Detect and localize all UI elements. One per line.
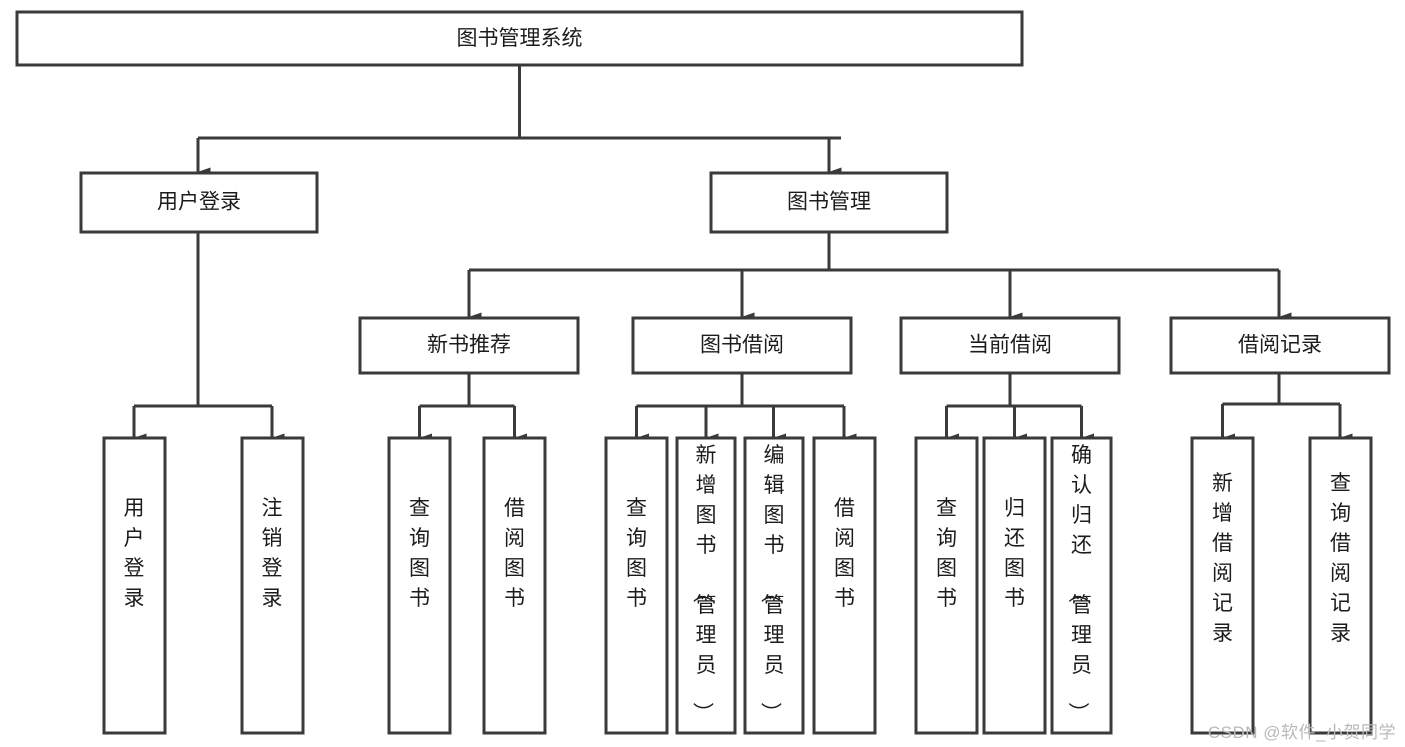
node-leaf-query-record[interactable]: 查询借阅记录 [1308,436,1373,735]
leaf-query-record-label: 查询借阅记录 [1330,472,1351,645]
leaf-return-book-box[interactable] [982,436,1047,735]
leaf-user-login-box[interactable] [102,436,167,735]
leaf-query-book-1-box[interactable] [387,436,452,735]
leaf-query-book-3-box[interactable] [914,436,979,735]
node-book-management[interactable]: 图书管理 [709,171,949,234]
node-leaf-add-book[interactable]: 新增图书（管理员） [675,436,737,735]
leaf-add-book-label: 新增图书（管理员） [691,444,717,723]
new-book-recommend-label: 新书推荐 [427,334,511,357]
borrow-record-label: 借阅记录 [1238,334,1322,357]
root-label: 图书管理系统 [457,27,583,50]
book-borrow-box[interactable] [631,316,853,375]
leaf-return-book-label: 归还图书 [1004,497,1025,610]
csdn-watermark: CSDN @软件_小贺同学 [1207,723,1396,742]
leaf-borrow-book-1-label: 借阅图书 [504,497,525,610]
borrow-record-box[interactable] [1169,316,1391,375]
root-box[interactable] [15,10,1024,67]
connectors-book-management-to-level3 [467,232,1292,322]
leaf-edit-book-box[interactable] [743,436,805,735]
leaf-logout-box[interactable] [240,436,305,735]
book-management-box[interactable] [709,171,949,234]
node-leaf-query-book-2[interactable]: 查询图书 [604,436,669,735]
node-new-book-recommend[interactable]: 新书推荐 [358,316,580,375]
book-borrow-label: 图书借阅 [700,334,784,357]
leaf-borrow-book-2-box[interactable] [812,436,877,735]
leaf-edit-book-label: 编辑图书（管理员） [759,444,785,723]
node-root-system[interactable]: 图书管理系统 [15,10,1024,67]
leaf-user-login-label: 用户登录 [124,497,145,610]
current-borrow-box[interactable] [899,316,1121,375]
node-leaf-confirm-return[interactable]: 确认归还（管理员） [1050,436,1113,735]
user-login-label: 用户登录 [157,191,241,214]
connectors-root-to-level2 [196,65,842,177]
node-leaf-borrow-book-2[interactable]: 借阅图书 [812,436,877,735]
connectors-current-borrow-to-leaves [945,373,1094,443]
leaf-query-book-2-label: 查询图书 [626,497,647,610]
leaf-query-book-2-box[interactable] [604,436,669,735]
node-user-login[interactable]: 用户登录 [79,171,319,234]
leaf-query-book-3-label: 查询图书 [936,497,957,610]
node-leaf-logout[interactable]: 注销登录 [240,436,305,735]
user-login-box[interactable] [79,171,319,234]
node-leaf-edit-book[interactable]: 编辑图书（管理员） [743,436,805,735]
leaf-borrow-book-1-box[interactable] [482,436,547,735]
leaf-add-record-box[interactable] [1190,436,1255,735]
node-book-borrow[interactable]: 图书借阅 [631,316,853,375]
node-borrow-record[interactable]: 借阅记录 [1169,316,1391,375]
leaf-query-record-box[interactable] [1308,436,1373,735]
node-leaf-user-login[interactable]: 用户登录 [102,436,167,735]
node-current-borrow[interactable]: 当前借阅 [899,316,1121,375]
connectors-book-borrow-to-leaves [635,373,857,443]
connectors-user-login-to-leaves [132,232,285,443]
leaf-add-record-label: 新增借阅记录 [1212,472,1233,645]
leaf-confirm-return-box[interactable] [1050,436,1113,735]
connectors-new-book-recommend-to-leaves [418,373,527,443]
new-book-recommend-box[interactable] [358,316,580,375]
node-leaf-borrow-book-1[interactable]: 借阅图书 [482,436,547,735]
book-management-label: 图书管理 [787,191,871,214]
leaf-borrow-book-2-label: 借阅图书 [834,497,855,610]
leaf-confirm-return-label: 确认归还（管理员） [1066,444,1092,723]
current-borrow-label: 当前借阅 [968,334,1052,357]
node-leaf-add-record[interactable]: 新增借阅记录 [1190,436,1255,735]
node-leaf-return-book[interactable]: 归还图书 [982,436,1047,735]
leaf-query-book-1-label: 查询图书 [409,497,430,610]
leaf-logout-label: 注销登录 [262,497,283,610]
leaf-add-book-box[interactable] [675,436,737,735]
node-leaf-query-book-1[interactable]: 查询图书 [387,436,452,735]
connectors-borrow-record-to-leaves [1221,373,1353,443]
node-leaf-query-book-3[interactable]: 查询图书 [914,436,979,735]
